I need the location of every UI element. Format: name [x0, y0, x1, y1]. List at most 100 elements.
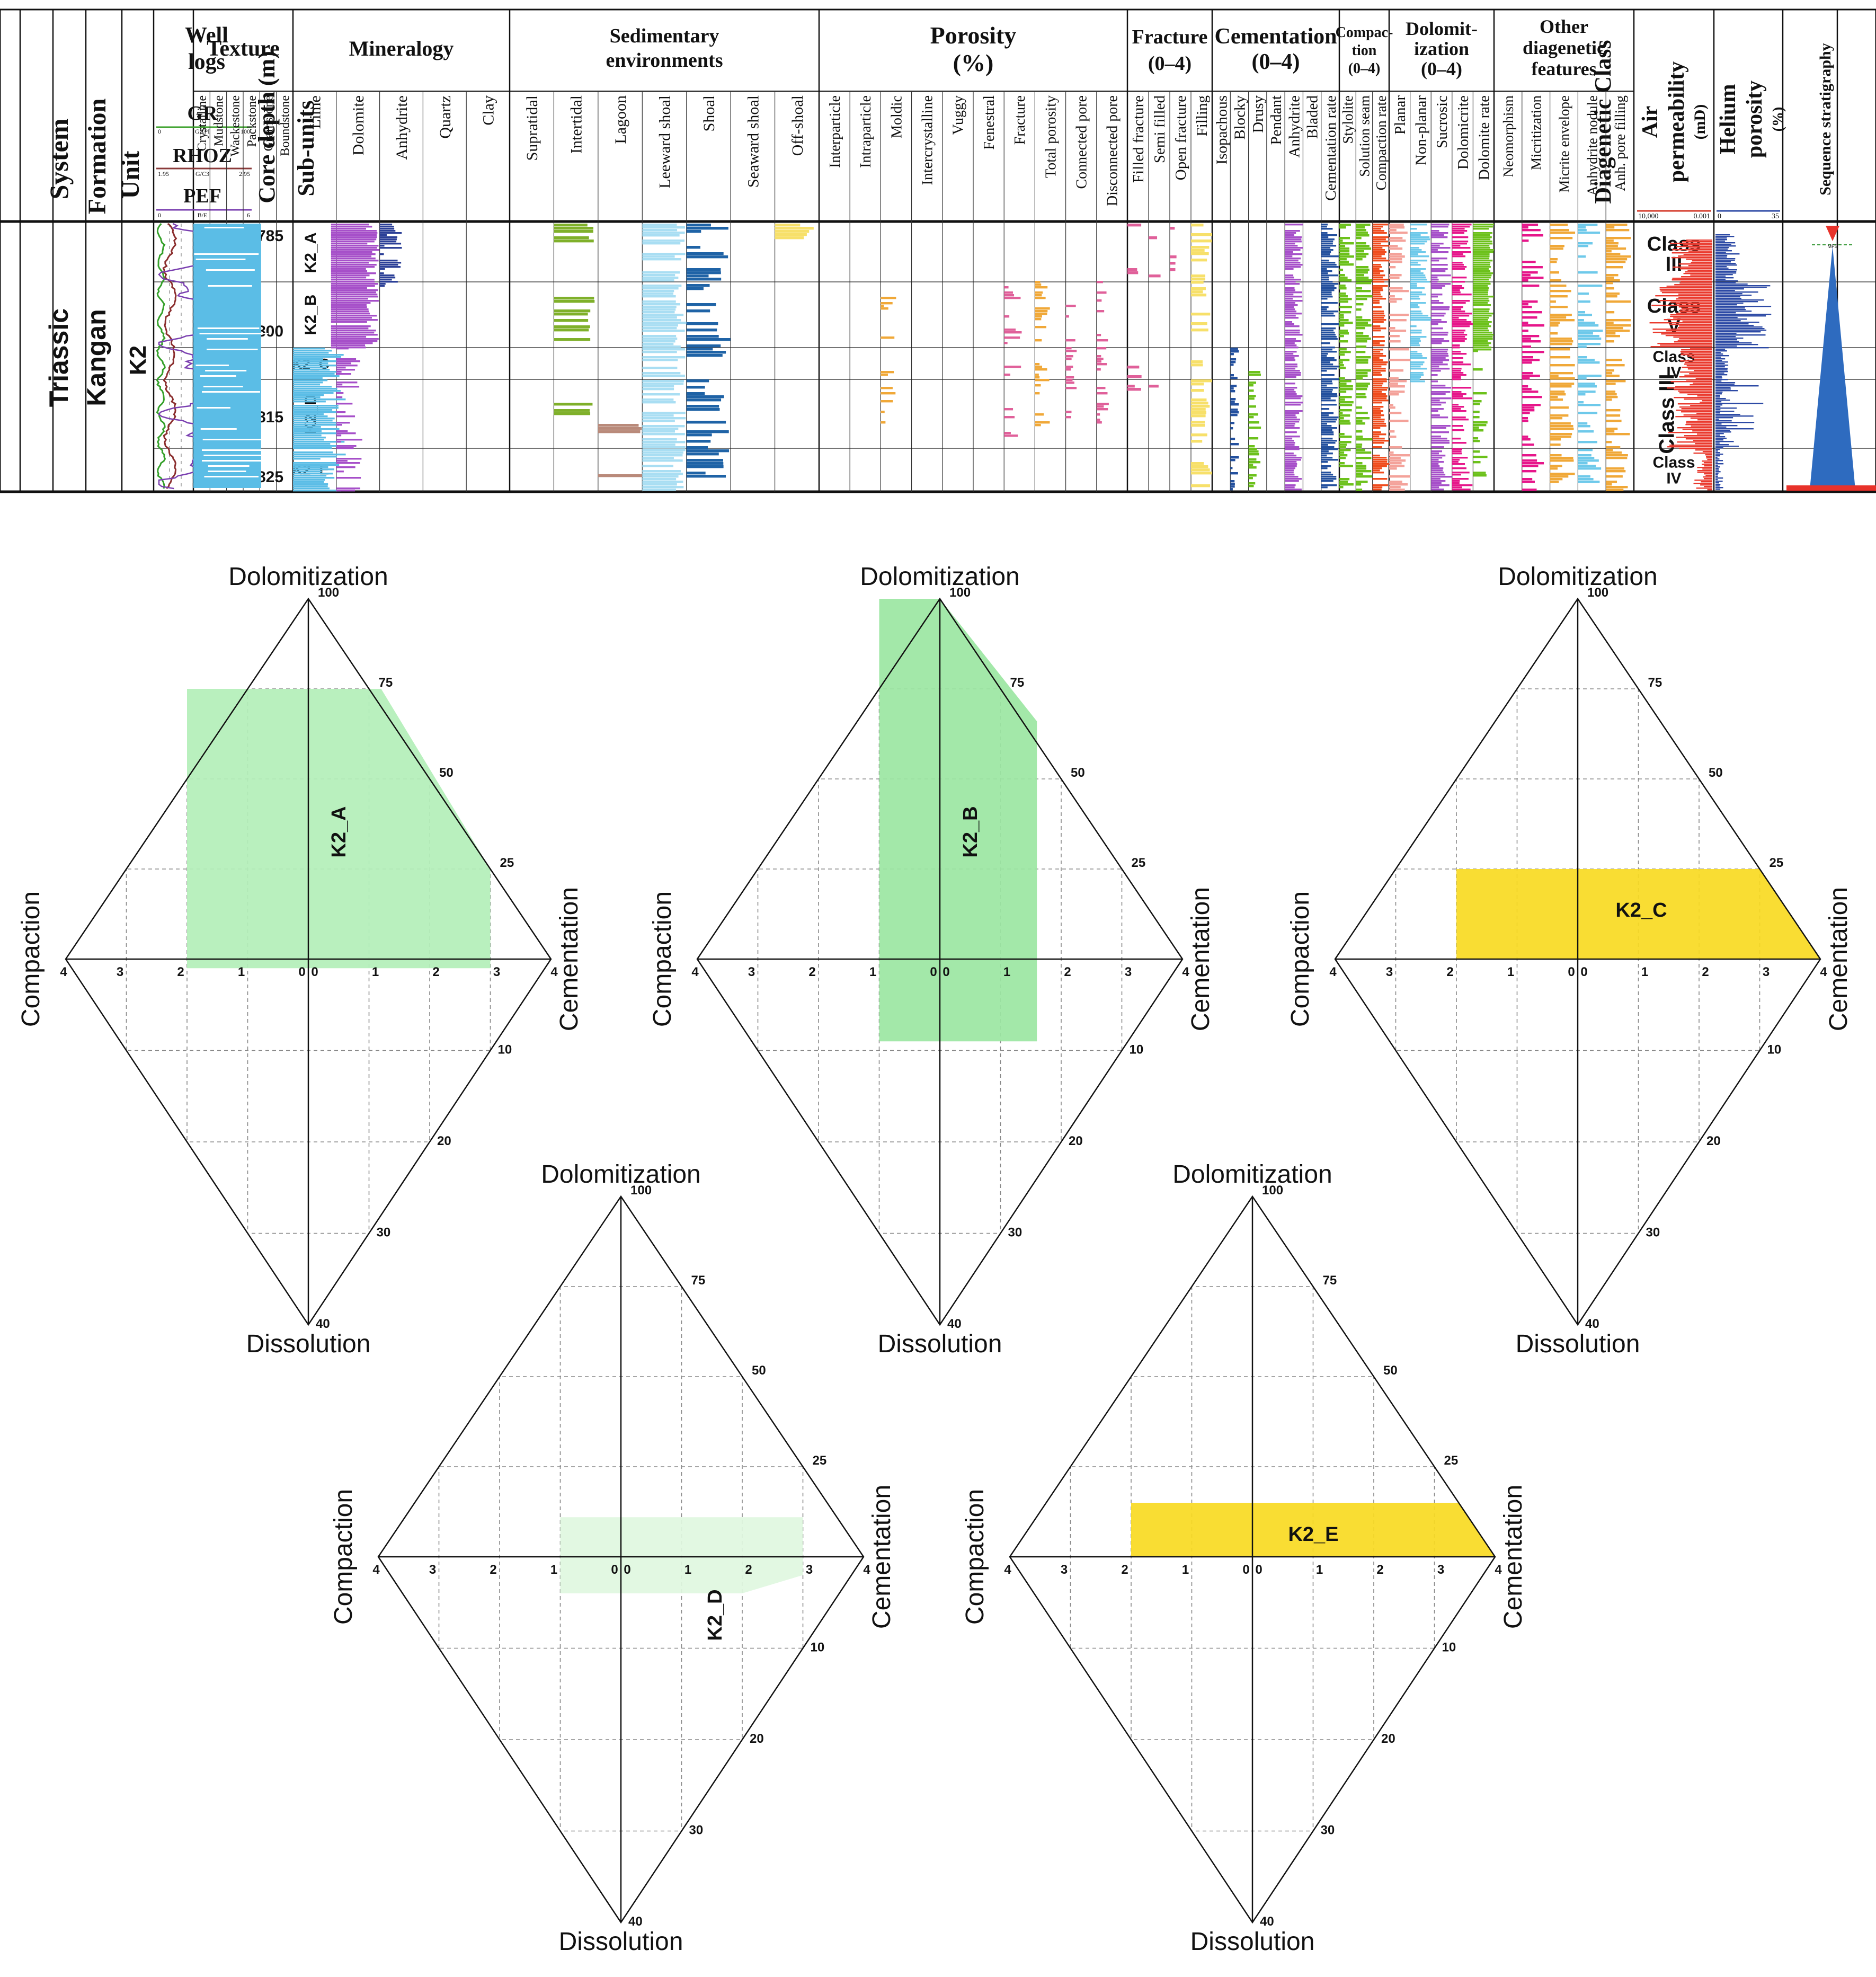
comp-seam-bar	[1356, 388, 1367, 391]
dolomitization-tick-75: 75	[691, 1273, 706, 1288]
mineral-dolomite-bar	[336, 382, 358, 384]
env-leeward-bar	[642, 428, 679, 430]
dol-sucrosic-bar	[1431, 455, 1446, 457]
dol-planar-bar	[1389, 240, 1406, 242]
helium-porosity-bar	[1715, 264, 1737, 266]
frac-filling-bar	[1191, 274, 1206, 278]
env-intertidal-bar	[554, 309, 591, 313]
cem-rate-bar	[1321, 480, 1333, 482]
cem-drusy-bar	[1248, 416, 1254, 419]
air-perm-bar	[1667, 387, 1712, 389]
comp-seam-bar	[1356, 438, 1373, 441]
dol-planar-bar	[1389, 385, 1405, 388]
cementation-tick-2: 2	[745, 1563, 752, 1577]
comp-rate-bar	[1372, 380, 1387, 383]
air-perm-bar	[1680, 371, 1712, 373]
cem-rate-bar	[1321, 395, 1338, 397]
cem-drusy-bar	[1248, 464, 1253, 466]
comp-stylolite-bar	[1339, 412, 1343, 414]
dol-nonplanar-bar	[1410, 351, 1418, 353]
cem-anhydrite-bar	[1285, 357, 1295, 359]
subheader-dolomicrite: Dolomicrite	[1455, 95, 1472, 170]
other-envelope-bar	[1550, 332, 1558, 335]
env-offshoal-bar	[775, 230, 810, 233]
mineral-dolomite-bar	[331, 296, 378, 298]
mineral-lime-bar	[293, 445, 344, 447]
mineral-anhydrite-bar	[379, 253, 384, 255]
dolomitization-tick-50: 50	[1709, 766, 1723, 780]
other-envelope-bar	[1550, 457, 1573, 459]
other-filling-bar	[1606, 237, 1631, 240]
env-offshoal-bar	[775, 227, 814, 230]
helium-porosity-bar	[1715, 237, 1727, 239]
cem-drusy-bar	[1248, 405, 1256, 408]
comp-stylolite-bar	[1339, 340, 1348, 343]
air-perm-bar	[1696, 433, 1712, 435]
zone-label-K2_A: K2_A	[328, 806, 350, 857]
dol-dolomicrite-bar	[1452, 480, 1460, 482]
subheader-quartz: Quartz	[437, 95, 454, 139]
poro-connected-bar	[1065, 411, 1072, 413]
diagram-title-right: Cementation	[868, 1485, 896, 1629]
poro-total-bar	[1035, 294, 1042, 297]
comp-stylolite-bar	[1339, 486, 1344, 489]
mineral-dolomite-bar	[331, 224, 369, 226]
helium-porosity-bar	[1715, 301, 1758, 303]
comp-stylolite-bar	[1339, 383, 1347, 385]
dol-sucrosic-bar	[1431, 385, 1446, 387]
air-perm-bar	[1686, 379, 1712, 381]
comp-rate-bar	[1372, 353, 1383, 355]
comp-seam-bar	[1356, 274, 1364, 277]
comp-seam-bar	[1356, 475, 1373, 478]
helium-porosity-bar	[1715, 330, 1767, 331]
dol-sucrosic-bar	[1431, 321, 1447, 323]
texture-gap	[199, 333, 269, 334]
cem-rate-bar	[1321, 357, 1335, 359]
poro-connected-bar	[1065, 387, 1077, 389]
poro-total-bar	[1035, 366, 1043, 368]
dol-sucrosic-bar	[1431, 476, 1452, 478]
texture-gap	[207, 338, 248, 340]
env-lagoon-bar	[598, 427, 642, 430]
air-perm-bar	[1702, 400, 1712, 402]
air-perm-bar	[1697, 467, 1712, 468]
dol-nonplanar-bar	[1410, 315, 1429, 317]
dol-sucrosic-bar	[1431, 281, 1438, 283]
comp-rate-bar	[1372, 410, 1383, 412]
other-micritization-bar	[1522, 303, 1528, 306]
env-leeward-bar	[642, 226, 685, 229]
dol-planar-bar	[1389, 486, 1401, 489]
cem-anhydrite-bar	[1285, 332, 1300, 334]
mineral-lime-bar	[293, 447, 332, 449]
cem-rate-bar	[1321, 353, 1328, 355]
cem-anhydrite-bar	[1285, 234, 1294, 236]
cem-anhydrite-bar	[1285, 323, 1294, 325]
subheader-shoal: Shoal	[700, 95, 718, 131]
other-micritization-bar	[1522, 372, 1533, 375]
dol-dolomicrite-bar	[1452, 442, 1466, 444]
other-filling-bar	[1606, 300, 1631, 303]
comp-seam-bar	[1356, 417, 1370, 420]
cem-rate-bar	[1321, 302, 1338, 304]
mineral-lime-bar	[293, 407, 339, 409]
comp-rate-bar	[1372, 408, 1381, 410]
mineral-dolomite-bar	[331, 315, 377, 317]
subheader-fracture: Fracture	[1012, 95, 1028, 145]
dol-sucrosic-bar	[1431, 408, 1444, 410]
cem-drusy-bar	[1248, 466, 1257, 469]
mineral-lime-bar	[293, 477, 335, 479]
air-perm-bar	[1677, 340, 1712, 341]
dol-dolomicrite-bar	[1452, 344, 1460, 347]
air-perm-bar	[1674, 341, 1712, 343]
comp-stylolite-bar	[1339, 441, 1352, 444]
cem-rate-bar	[1321, 442, 1336, 444]
other-filling-bar	[1606, 486, 1628, 489]
rhoz-scale-unit: G/C3	[195, 170, 209, 178]
poro-moldic-bar	[881, 387, 893, 389]
air-perm-bar	[1651, 305, 1712, 306]
other-micritization-bar	[1522, 462, 1544, 465]
cem-anhydrite-bar	[1285, 453, 1294, 455]
air-perm-bar	[1687, 356, 1712, 357]
cem-anhydrite-bar	[1285, 334, 1303, 336]
cementation-tick-2: 2	[1376, 1563, 1383, 1577]
